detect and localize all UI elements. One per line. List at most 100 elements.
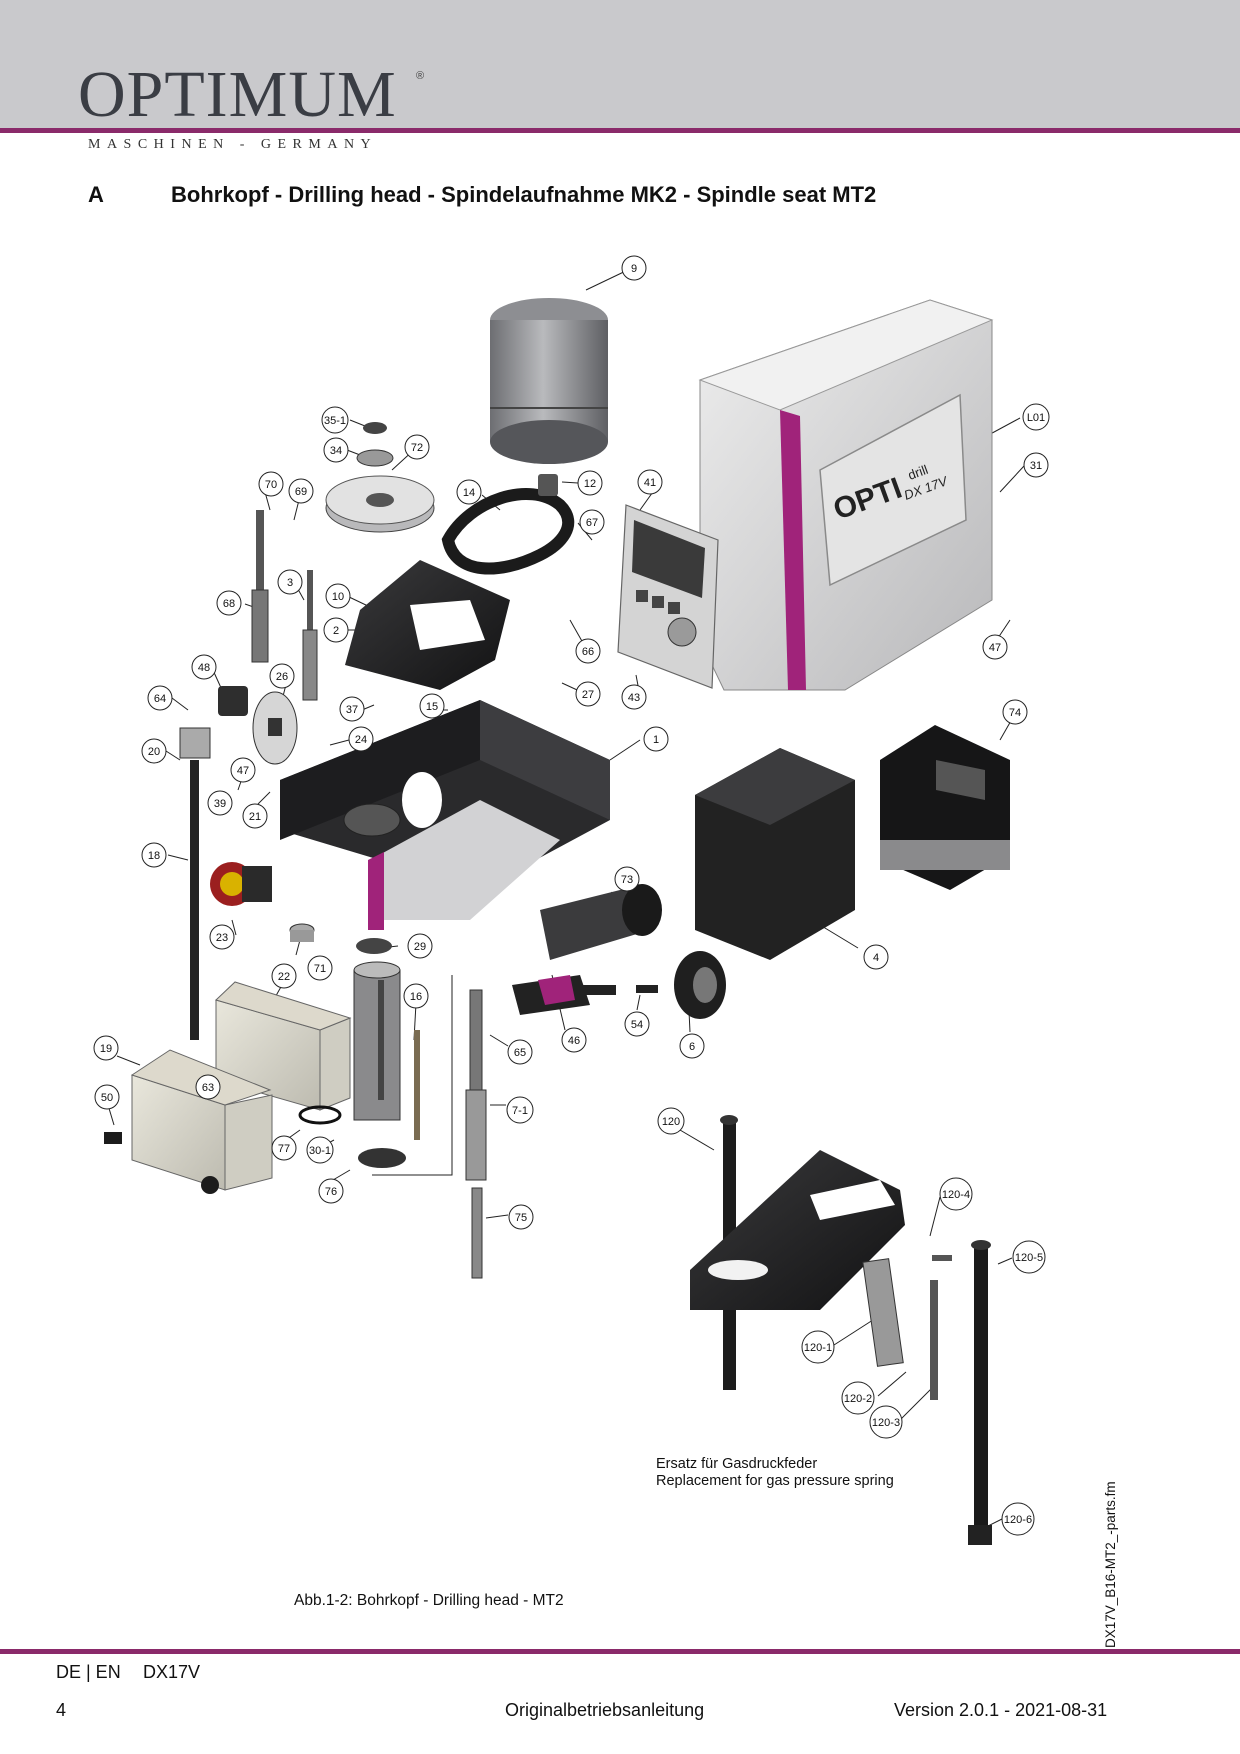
part-callout-63: 63 <box>195 1074 221 1100</box>
svg-text:120-3: 120-3 <box>872 1417 900 1429</box>
svg-text:43: 43 <box>628 692 640 704</box>
part-callout-35-1: 35-1 <box>321 406 349 434</box>
part-callout-65: 65 <box>507 1039 533 1065</box>
part-callout-15: 15 <box>419 693 445 719</box>
header-accent-line <box>0 128 1240 133</box>
svg-text:65: 65 <box>514 1047 526 1059</box>
part-callout-46: 46 <box>561 1027 587 1053</box>
svg-text:77: 77 <box>278 1143 290 1155</box>
svg-text:35-1: 35-1 <box>324 415 346 427</box>
part-callout-26: 26 <box>269 663 295 689</box>
part-callout-23: 23 <box>209 924 235 950</box>
svg-text:66: 66 <box>582 646 594 658</box>
control-panel-part <box>617 504 719 689</box>
svg-text:18: 18 <box>148 850 160 862</box>
part-callout-1: 1 <box>643 726 669 752</box>
footer-model: DX17V <box>143 1662 201 1682</box>
part-callout-50: 50 <box>94 1084 120 1110</box>
part-callout-41: 41 <box>637 469 663 495</box>
svg-text:24: 24 <box>355 734 367 746</box>
part-callout-20: 20 <box>141 738 167 764</box>
svg-text:120-2: 120-2 <box>844 1393 872 1405</box>
svg-text:71: 71 <box>314 963 326 975</box>
svg-text:75: 75 <box>515 1212 527 1224</box>
part-callout-34: 34 <box>323 437 349 463</box>
svg-text:48: 48 <box>198 662 210 674</box>
svg-text:21: 21 <box>249 811 261 823</box>
part-callout-21: 21 <box>242 803 268 829</box>
part-callout-73: 73 <box>614 866 640 892</box>
footer-language: DE | EN <box>56 1662 121 1682</box>
svg-text:54: 54 <box>631 1019 643 1031</box>
svg-text:63: 63 <box>202 1082 214 1094</box>
svg-text:30-1: 30-1 <box>309 1145 331 1157</box>
brand-sub-label: drill <box>906 462 930 483</box>
part-callout-18: 18 <box>141 842 167 868</box>
header-band <box>0 0 1240 128</box>
part-callout-120-6: 120-6 <box>1001 1502 1035 1536</box>
svg-text:74: 74 <box>1009 707 1021 719</box>
part-callout-37: 37 <box>339 696 365 722</box>
part-callout-19: 19 <box>93 1035 119 1061</box>
part-callout-24: 24 <box>348 726 374 752</box>
svg-text:16: 16 <box>410 991 422 1003</box>
part-callout-71: 71 <box>307 955 333 981</box>
part-callout-120-5: 120-5 <box>1012 1240 1046 1274</box>
part-callout-10: 10 <box>325 583 351 609</box>
footer-accent-line <box>0 1649 1240 1654</box>
svg-text:15: 15 <box>426 701 438 713</box>
drill-head-casting-part <box>280 700 610 930</box>
svg-text:67: 67 <box>586 517 598 529</box>
svg-text:120-1: 120-1 <box>804 1342 832 1354</box>
svg-text:64: 64 <box>154 693 166 705</box>
expansion-tank-part <box>490 298 608 464</box>
svg-text:10: 10 <box>332 591 344 603</box>
svg-text:39: 39 <box>214 798 226 810</box>
part-callout-4: 4 <box>863 944 889 970</box>
page-number: 4 <box>56 1700 67 1720</box>
part-callout-74: 74 <box>1002 699 1028 725</box>
svg-text:72: 72 <box>411 442 423 454</box>
svg-text:23: 23 <box>216 932 228 944</box>
svg-text:27: 27 <box>582 689 594 701</box>
svg-text:69: 69 <box>295 486 307 498</box>
part-callout-69: 69 <box>288 478 314 504</box>
part-callout-14: 14 <box>456 479 482 505</box>
part-callout-30-1: 30-1 <box>306 1136 334 1164</box>
section-title: Bohrkopf - Drilling head - Spindelaufnah… <box>171 182 877 207</box>
svg-text:50: 50 <box>101 1092 113 1104</box>
svg-text:41: 41 <box>644 477 656 489</box>
part-callout-120-3: 120-3 <box>869 1405 903 1439</box>
svg-text:70: 70 <box>265 479 277 491</box>
svg-text:6: 6 <box>689 1041 695 1053</box>
part-callout-120-4: 120-4 <box>939 1177 973 1211</box>
svg-text:2: 2 <box>333 625 339 637</box>
part-callout-54: 54 <box>624 1011 650 1037</box>
svg-text:7-1: 7-1 <box>512 1105 528 1117</box>
svg-text:12: 12 <box>584 478 596 490</box>
part-callout-120-2: 120-2 <box>841 1381 875 1415</box>
svg-text:4: 4 <box>873 952 879 964</box>
part-callout-120-1: 120-1 <box>801 1330 835 1364</box>
part-callout-3: 3 <box>277 569 303 595</box>
part-callout-68: 68 <box>216 590 242 616</box>
part-callout-76: 76 <box>318 1178 344 1204</box>
svg-text:120: 120 <box>662 1116 680 1128</box>
part-callout-16: 16 <box>403 983 429 1009</box>
svg-text:68: 68 <box>223 598 235 610</box>
part-callout-75: 75 <box>508 1204 534 1230</box>
svg-text:26: 26 <box>276 671 288 683</box>
optimum-logo: OPTIMUM <box>78 58 397 131</box>
svg-text:19: 19 <box>100 1043 112 1055</box>
logo-subtitle: MASCHINEN - GERMANY <box>88 137 378 152</box>
replacement-assembly-part <box>690 1115 992 1545</box>
replacement-note-de: Ersatz für Gasdruckfeder <box>656 1456 818 1472</box>
part-callout-29: 29 <box>407 933 433 959</box>
svg-text:47: 47 <box>989 642 1001 654</box>
section-letter: A <box>88 182 104 207</box>
svg-text:47: 47 <box>237 765 249 777</box>
svg-text:46: 46 <box>568 1035 580 1047</box>
part-callout-27: 27 <box>575 681 601 707</box>
svg-text:120-4: 120-4 <box>942 1189 970 1201</box>
part-callout-39: 39 <box>207 790 233 816</box>
